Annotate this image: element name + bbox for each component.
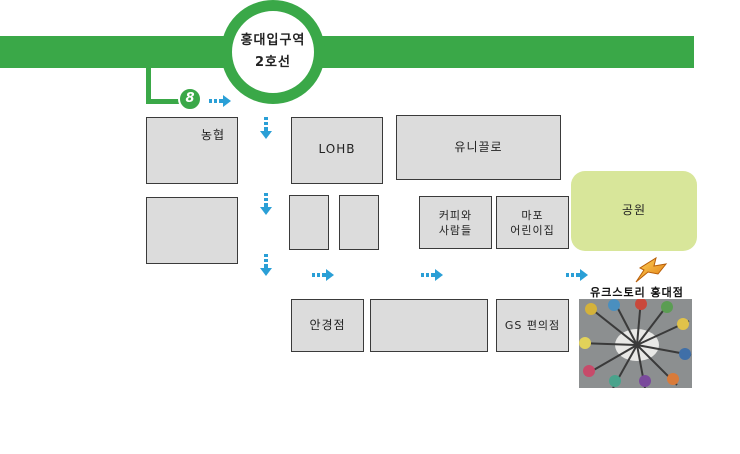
block-lohb[interactable]: LOHB (291, 117, 383, 184)
block-gs-store[interactable]: GS 편의점 (496, 299, 569, 352)
coffee-label-line1: 커피와 (438, 209, 473, 222)
arrow-down-icon (260, 254, 272, 276)
coffee-label: 커피와 사람들 (420, 208, 491, 238)
exit-path-horizontal (146, 99, 186, 104)
mapo-daycare-label: 마포 어린이집 (497, 208, 568, 238)
station-label: 홍대입구역 2호선 (221, 30, 325, 74)
block-uni-gullo[interactable]: 유니끌로 (396, 115, 561, 180)
block-optician[interactable]: 안경점 (291, 299, 364, 352)
park-area[interactable]: 공원 (571, 171, 697, 251)
block-small-a[interactable] (289, 195, 329, 250)
store-name-label: 유크스토리 홍대점 (590, 286, 684, 299)
nonghyup-label: 농협 (200, 128, 226, 142)
lohb-label: LOHB (318, 142, 356, 156)
mapo-label-line1: 마포 (521, 209, 544, 222)
arrow-right-icon (566, 269, 588, 281)
uni-gullo-label: 유니끌로 (454, 140, 503, 154)
mapo-label-line2: 어린이집 (510, 224, 555, 237)
exit-8-badge[interactable]: 8 (178, 87, 202, 111)
station-line: 2호선 (255, 55, 291, 70)
gs-store-label: GS 편의점 (504, 319, 561, 332)
pointing-arrow-icon (635, 256, 668, 283)
block-left-lower[interactable] (146, 197, 238, 264)
exit-path-vertical (146, 66, 151, 104)
arrow-right-icon (421, 269, 443, 281)
arrow-down-icon (260, 193, 272, 215)
store-photo[interactable] (579, 299, 692, 388)
arrow-down-icon (260, 117, 272, 139)
park-label: 공원 (621, 203, 647, 217)
station-name: 홍대입구역 (240, 33, 306, 48)
block-nonghyup[interactable]: 농협 (146, 117, 238, 184)
subway-line-2-bar (0, 36, 694, 68)
block-small-b[interactable] (339, 195, 379, 250)
arrow-right-icon (209, 95, 231, 107)
coffee-label-line2: 사람들 (438, 224, 473, 237)
station-marker[interactable] (221, 0, 325, 104)
arrow-right-icon (312, 269, 334, 281)
optician-label: 안경점 (309, 318, 346, 332)
block-coffee[interactable]: 커피와 사람들 (419, 196, 492, 249)
block-mapo-daycare[interactable]: 마포 어린이집 (496, 196, 569, 249)
block-bottom-middle[interactable] (370, 299, 488, 352)
